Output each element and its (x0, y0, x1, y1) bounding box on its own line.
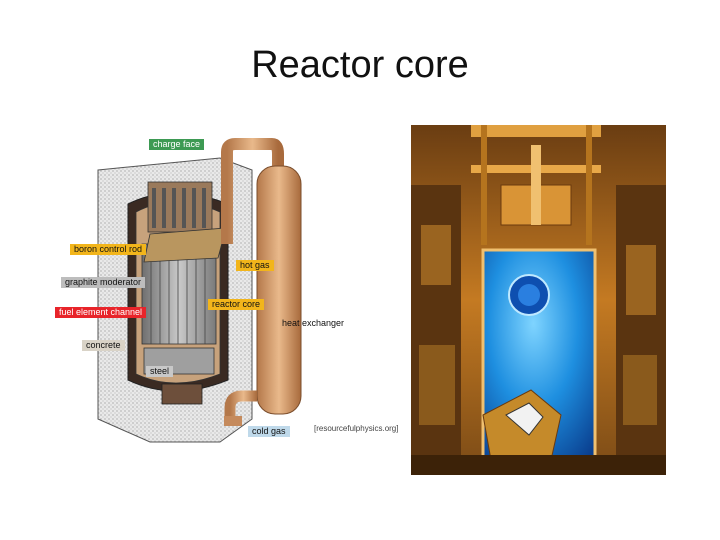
label-heat-exchanger: heat exchanger (282, 318, 344, 328)
label-charge-face: charge face (149, 139, 204, 150)
reactor-hall-photo (411, 125, 666, 475)
label-steel: steel (146, 366, 173, 377)
slide-title: Reactor core (0, 44, 720, 87)
reactor-diagram: charge face boron control rod hot gas gr… (52, 134, 412, 446)
reactor-hall-image (411, 125, 666, 475)
label-reactor-core: reactor core (208, 299, 264, 310)
diagram-credit: [resourcefulphysics.org] (314, 424, 398, 433)
label-boron-control-rod: boron control rod (70, 244, 146, 255)
label-concrete: concrete (82, 340, 125, 351)
label-graphite-moderator: graphite moderator (61, 277, 145, 288)
label-hot-gas: hot gas (236, 260, 274, 271)
label-fuel-element-channel: fuel element channel (55, 307, 146, 318)
label-cold-gas: cold gas (248, 426, 290, 437)
reactor-cutaway-illustration (52, 134, 412, 446)
